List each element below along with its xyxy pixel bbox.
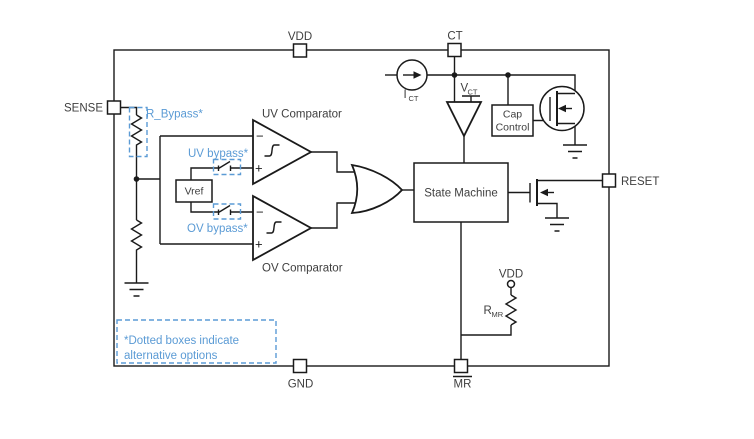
pin-sense	[106, 100, 122, 115]
uv-plus-sign: +	[255, 161, 263, 176]
ct-label: CT	[447, 31, 462, 43]
pin-vdd	[292, 43, 308, 58]
current-arrow-head	[413, 71, 422, 79]
ov-hysteresis-icon	[266, 221, 282, 234]
wire-vref-to-ov-minus	[190, 202, 253, 215]
resistor-sense-lower	[130, 219, 143, 283]
vdd-terminal-circle	[506, 279, 516, 289]
ov-minus-sign: −	[256, 205, 264, 220]
gnd-symbol-cap-fet	[563, 144, 587, 159]
uv-bypass-dashed-box	[212, 158, 242, 176]
wire-sense-in	[121, 106, 138, 115]
uv-bypass-label: UV bypass*	[188, 148, 249, 160]
vct-label: V	[461, 83, 469, 95]
resistor-r-bypass	[130, 114, 143, 148]
vct-label-sub: CT	[468, 88, 478, 97]
cap-control-label-2: Control	[496, 122, 530, 134]
note-line-2: alternative options	[124, 350, 218, 362]
cap-control-block: Cap Control	[491, 104, 534, 137]
pin-gnd	[292, 358, 308, 374]
mosfet-body-arrow	[558, 104, 566, 113]
device-boundary	[113, 49, 610, 367]
uv-hysteresis-icon	[264, 144, 280, 157]
uv-comparator-triangle	[252, 118, 313, 186]
or-gate	[350, 163, 404, 214]
pin-labels: VDD CT SENSE RESET GND MR	[64, 31, 659, 391]
state-machine-label: State Machine	[424, 188, 498, 200]
rmr-label-sub: MR	[492, 310, 504, 319]
ov-comparator-label: OV Comparator	[262, 263, 343, 275]
rmr-label: R	[484, 305, 492, 317]
pin-reset	[601, 173, 617, 188]
cap-mosfet	[539, 85, 585, 132]
wire-vref-to-uv-plus	[190, 160, 253, 180]
uv-minus-sign: −	[256, 129, 264, 144]
wire-sense-bus	[136, 136, 161, 244]
ov-comparator: − + OV Comparator	[252, 194, 343, 275]
pin-mr	[453, 358, 469, 374]
ov-plus-sign: +	[255, 237, 263, 252]
state-machine-block: State Machine	[413, 162, 509, 223]
uv-comparator: − + UV Comparator	[252, 109, 342, 186]
gnd-symbol-reset-fet	[545, 217, 569, 232]
vref-block: Vref	[175, 179, 213, 203]
ict-label: I	[404, 89, 407, 101]
reset-mosfet	[529, 179, 554, 206]
wire-mr-branch	[461, 325, 512, 336]
resistor-r-mr	[504, 294, 518, 326]
mosfet-ds-leads	[557, 92, 575, 125]
r-bypass-label: R_Bypass*	[146, 109, 203, 121]
note-box: *Dotted boxes indicate alternative optio…	[116, 319, 277, 364]
ict-label-sub: CT	[409, 94, 419, 103]
cap-control-label-1: Cap	[503, 109, 522, 121]
ov-bypass-label: OV bypass*	[187, 223, 248, 235]
ict-current-source: I CT	[396, 59, 428, 103]
junction-ct	[451, 72, 458, 78]
pins	[106, 42, 617, 374]
state-machine-box	[413, 162, 509, 223]
rmr-pullup: VDD R MR	[484, 269, 524, 320]
sense-label: SENSE	[64, 103, 103, 115]
buffer-triangle	[445, 101, 483, 139]
vct-buffer: V CT	[445, 83, 483, 139]
junction-dots	[133, 72, 511, 182]
note-line-1: *Dotted boxes indicate	[124, 335, 239, 347]
vdd-mr-label: VDD	[499, 269, 523, 281]
wire-reset-source	[537, 202, 558, 218]
reset-fet-body-arrow	[540, 188, 548, 197]
r-bypass-dashed-box	[128, 106, 148, 158]
note-box-border	[116, 319, 277, 364]
vref-label: Vref	[185, 186, 204, 198]
or-gate-shape	[350, 163, 404, 214]
uv-comparator-label: UV Comparator	[262, 109, 342, 121]
reset-label: RESET	[621, 176, 659, 188]
cap-control-box	[491, 104, 534, 137]
mr-label: MR	[454, 379, 472, 391]
alternative-option-boxes: R_Bypass* UV bypass* OV bypass*	[128, 106, 249, 235]
vdd-top-label: VDD	[288, 31, 312, 43]
ov-bypass-dashed-box	[212, 203, 242, 220]
wire-uv-output	[311, 151, 358, 173]
gnd-label: GND	[288, 379, 314, 391]
vct-probe-mark	[462, 95, 480, 102]
ov-comparator-triangle	[252, 194, 313, 262]
gnd-symbol-divider	[124, 282, 149, 297]
junction-capcontrol	[505, 72, 511, 78]
pin-ct	[447, 42, 462, 58]
junction-sense	[133, 176, 140, 182]
wire-ov-output	[311, 202, 358, 229]
vref-box	[175, 179, 213, 203]
